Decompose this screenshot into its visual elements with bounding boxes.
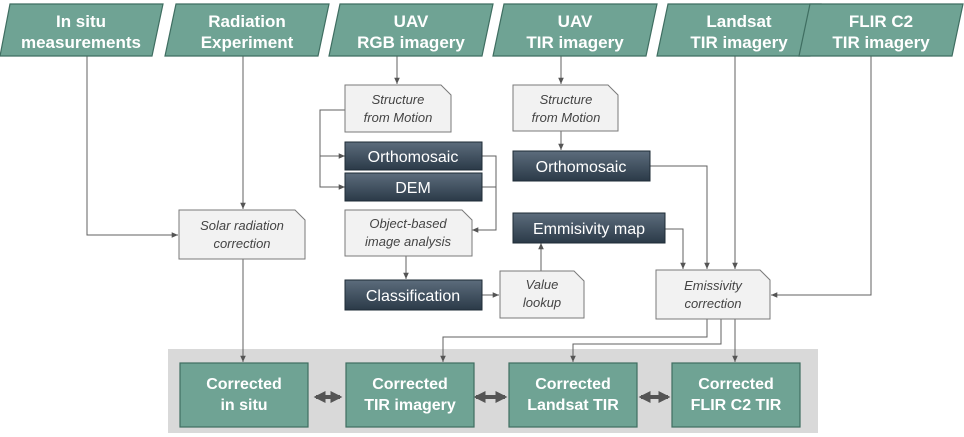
product-dem-label: DEM bbox=[395, 180, 431, 197]
edge-emismap-emcorr bbox=[665, 228, 686, 269]
input-uav-rgb-line2: RGB imagery bbox=[357, 33, 465, 52]
edge-ortho-obia bbox=[472, 155, 497, 233]
process-sfm-rgb: Structure from Motion bbox=[344, 84, 452, 133]
input-uav-tir-line1: UAV bbox=[558, 12, 593, 31]
process-lookup-line2: lookup bbox=[523, 295, 561, 310]
product-dem: DEM bbox=[344, 172, 483, 202]
product-emissivity-map: Emmisivity map bbox=[512, 212, 666, 244]
input-uav-rgb: UAV RGB imagery bbox=[328, 3, 494, 57]
output-tir-line2: TIR imagery bbox=[364, 397, 456, 414]
input-uav-rgb-line1: UAV bbox=[394, 12, 429, 31]
output-corrected-flir-c2-tir: Corrected FLIR C2 TIR bbox=[671, 362, 801, 428]
process-emcorr-line2: correction bbox=[684, 296, 741, 311]
process-obia-line2: image analysis bbox=[365, 234, 451, 249]
product-ortho-tir-label: Orthomosaic bbox=[536, 159, 627, 176]
product-orthomosaic-rgb: Orthomosaic bbox=[344, 141, 483, 171]
product-classification: Classification bbox=[344, 279, 483, 311]
output-landsat-line2: Landsat TIR bbox=[527, 397, 619, 414]
output-insitu-line1: Corrected bbox=[206, 376, 282, 393]
product-classification-label: Classification bbox=[366, 288, 460, 305]
output-insitu-line2: in situ bbox=[220, 397, 267, 414]
input-in-situ: In situ measurements bbox=[0, 3, 164, 57]
product-ortho-rgb-label: Orthomosaic bbox=[368, 149, 459, 166]
process-obia: Object-based image analysis bbox=[344, 209, 473, 257]
process-sfm-tir-line1: Structure bbox=[540, 92, 593, 107]
edge-insitu-solar bbox=[86, 56, 178, 238]
edge-emcorr-out-tir bbox=[440, 319, 708, 362]
output-corrected-tir-imagery: Corrected TIR imagery bbox=[345, 362, 475, 428]
edge-emcorr-out-landsat bbox=[570, 319, 722, 362]
process-sfm-tir-line2: from Motion bbox=[532, 110, 601, 125]
input-flir-line1: FLIR C2 bbox=[849, 12, 913, 31]
input-landsat-line2: TIR imagery bbox=[690, 33, 788, 52]
process-emcorr-line1: Emissivity bbox=[684, 278, 743, 293]
edge-sfm-dem bbox=[319, 156, 345, 190]
output-flir-line2: FLIR C2 TIR bbox=[691, 397, 782, 414]
output-corrected-landsat-tir: Corrected Landsat TIR bbox=[508, 362, 638, 428]
input-flir-line2: TIR imagery bbox=[832, 33, 930, 52]
edges bbox=[86, 56, 872, 403]
edge-flir-emcorr bbox=[771, 56, 872, 298]
process-emissivity-correction: Emissivity correction bbox=[655, 269, 771, 320]
input-landsat: Landsat TIR imagery bbox=[656, 3, 822, 57]
process-sfm-rgb-line1: Structure bbox=[372, 92, 425, 107]
process-obia-line1: Object-based bbox=[369, 216, 447, 231]
output-flir-line1: Corrected bbox=[698, 376, 774, 393]
process-solar-line2: correction bbox=[213, 236, 270, 251]
edge-orthotir-emcorr bbox=[650, 165, 710, 269]
input-uav-tir: UAV TIR imagery bbox=[492, 3, 658, 57]
output-corrected-in-situ: Corrected in situ bbox=[179, 362, 309, 428]
input-uav-tir-line2: TIR imagery bbox=[526, 33, 624, 52]
input-landsat-line1: Landsat bbox=[706, 12, 772, 31]
output-tir-line1: Corrected bbox=[372, 376, 448, 393]
process-lookup-line1: Value bbox=[526, 277, 559, 292]
input-radiation-line1: Radiation bbox=[208, 12, 285, 31]
process-solar-correction: Solar radiation correction bbox=[178, 209, 306, 260]
input-in-situ-line2: measurements bbox=[21, 33, 141, 52]
input-radiation-experiment: Radiation Experiment bbox=[164, 3, 330, 57]
process-solar-line1: Solar radiation bbox=[200, 218, 284, 233]
process-sfm-rgb-line2: from Motion bbox=[364, 110, 433, 125]
process-sfm-tir: Structure from Motion bbox=[512, 84, 619, 132]
output-landsat-line1: Corrected bbox=[535, 376, 611, 393]
process-value-lookup: Value lookup bbox=[499, 270, 585, 319]
input-flir: FLIR C2 TIR imagery bbox=[798, 3, 964, 57]
product-emis-map-label: Emmisivity map bbox=[533, 221, 645, 238]
input-in-situ-line1: In situ bbox=[56, 12, 106, 31]
input-radiation-line2: Experiment bbox=[201, 33, 294, 52]
product-orthomosaic-tir: Orthomosaic bbox=[512, 150, 651, 182]
edge-sfm-ortho bbox=[319, 109, 345, 159]
